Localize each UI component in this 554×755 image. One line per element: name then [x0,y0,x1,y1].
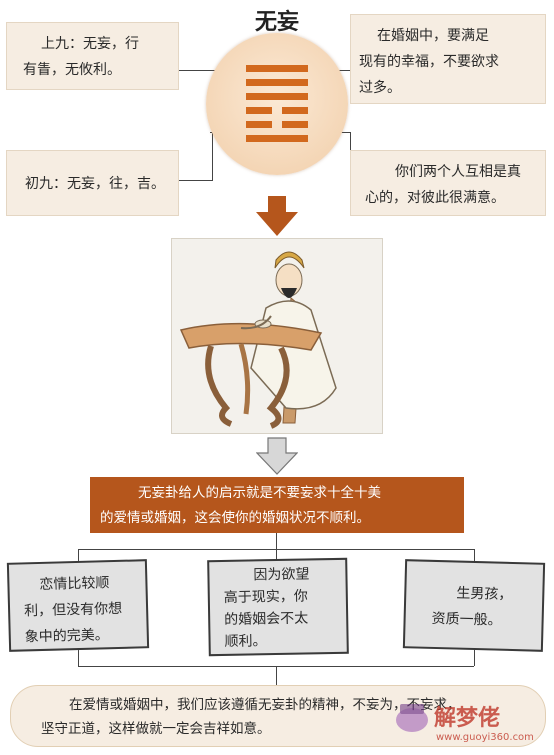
mid-right-line-1: 你们两个人互相是真 [395,164,521,180]
card-3-line-2: 资质一般。 [431,610,502,629]
watermark-url: www.guoyi360.com [436,732,534,743]
tree-drop-right [474,650,475,666]
mid-left-text-box: 初九：无妄，往，吉。 [6,150,179,216]
watermark-brand: 解梦佬 [434,706,501,731]
connector-left-h [178,180,212,181]
down-arrow-icon [256,196,298,236]
connector-left-v [212,132,213,181]
top-right-line-1: 在婚姻中，要满足 [377,28,489,44]
mid-left-line: 初九：无妄，往，吉。 [25,176,165,192]
tree-branch-left [78,549,79,563]
watermark-logo-icon [392,698,432,734]
footer-line-1: 在爱情或婚姻中，我们应该遵循无妄卦的精神，不妄为，不妄求， [69,697,461,713]
tree-branch-right [474,549,475,563]
top-right-line-2: 现有的幸福，不要欲求 [359,54,499,70]
top-right-text-box: 在婚姻中，要满足 现有的幸福，不要欲求 过多。 [350,14,546,104]
footer-line-2: 坚守正道，这样做就一定会吉祥如意。 [41,721,271,737]
outcome-card-love: 恋情比较顺 利，但没有你想 象中的完美。 [6,559,150,652]
banner-line-2: 的爱情或婚姻，这会使你的婚姻状况不顺利。 [100,510,370,526]
card-2-line-3: 的婚姻会不太 [224,610,309,628]
tree-drop-mid [276,666,277,685]
summary-footer: 在爱情或婚姻中，我们应该遵循无妄卦的精神，不妄为，不妄求， 坚守正道，这样做就一… [10,685,546,747]
top-left-text-box: 上九：无妄，行 有眚，无攸利。 [6,22,179,90]
down-arrow-outline-icon [256,437,298,475]
insight-banner: 无妄卦给人的启示就是不要妄求十全十美 的爱情或婚姻，这会使你的婚姻状况不顺利。 [90,477,464,533]
mid-right-text-box: 你们两个人互相是真 心的，对彼此很满意。 [350,150,546,216]
mid-right-line-2: 心的，对彼此很满意。 [365,190,505,206]
tree-trunk [276,533,277,549]
card-1-line-1: 恋情比较顺 [39,575,110,593]
top-left-line-1: 上九：无妄，行 [41,36,139,52]
hexagram-circle [206,33,348,175]
card-1-line-2: 利，但没有你想 [23,600,123,620]
card-3-line-1: 生男孩， [456,585,513,603]
card-1-line-3: 象中的完美。 [24,627,109,646]
outcome-card-child: 生男孩， 资质一般。 [402,559,546,652]
page-title: 无妄 [254,10,299,35]
top-left-line-2: 有眚，无攸利。 [23,62,121,78]
tree-branch-mid [276,549,277,561]
outcome-card-marriage: 因为欲望 高于现实，你 的婚姻会不太 顺利。 [207,557,349,657]
scholar-illustration [171,238,383,434]
banner-line-1: 无妄卦给人的启示就是不要妄求十全十美 [138,485,381,501]
card-2-line-4: 顺利。 [224,633,267,650]
card-2-line-1: 因为欲望 [253,566,310,584]
tree-drop-left [78,650,79,666]
top-right-line-3: 过多。 [359,80,401,96]
card-2-line-2: 高于现实，你 [223,588,308,606]
